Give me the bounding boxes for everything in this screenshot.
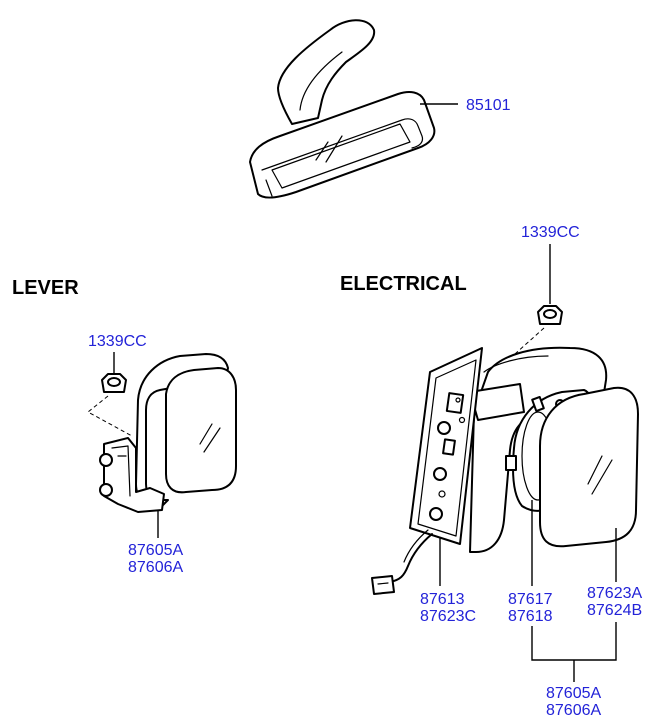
electrical-nut-drawing xyxy=(537,305,563,325)
actuator-part-number-2[interactable]: 87623C xyxy=(420,608,476,625)
lever-mirror-drawing xyxy=(99,353,237,513)
lever-section-title: LEVER xyxy=(12,277,79,299)
actuator-plate-drawing xyxy=(409,347,483,545)
lever-nut-drawing xyxy=(101,373,127,393)
inside-mirror-part-number[interactable]: 85101 xyxy=(466,97,511,114)
electrical-mirror-glass-drawing xyxy=(539,386,639,548)
electrical-nut-part-number[interactable]: 1339CC xyxy=(521,224,580,241)
glass-part-number-1[interactable]: 87623A xyxy=(587,585,642,602)
wiring-harness-drawing xyxy=(371,529,433,595)
electrical-mirror-part-number-2[interactable]: 87606A xyxy=(546,702,601,719)
glass-part-number-2[interactable]: 87624B xyxy=(587,602,642,619)
electrical-mirror-part-number-1[interactable]: 87605A xyxy=(546,685,601,702)
glass-holder-part-number-1[interactable]: 87617 xyxy=(508,591,553,608)
lever-nut-assembly-line xyxy=(87,395,133,437)
actuator-part-number-1[interactable]: 87613 xyxy=(420,591,465,608)
electrical-section-title: ELECTRICAL xyxy=(340,273,467,295)
lever-nut-part-number[interactable]: 1339CC xyxy=(88,333,147,350)
assembly-bracket xyxy=(531,622,617,661)
inside-mirror-drawing xyxy=(249,19,436,199)
lever-mirror-part-number-2[interactable]: 87606A xyxy=(128,559,183,576)
lever-mirror-part-number-1[interactable]: 87605A xyxy=(128,542,183,559)
glass-holder-part-number-2[interactable]: 87618 xyxy=(508,608,553,625)
